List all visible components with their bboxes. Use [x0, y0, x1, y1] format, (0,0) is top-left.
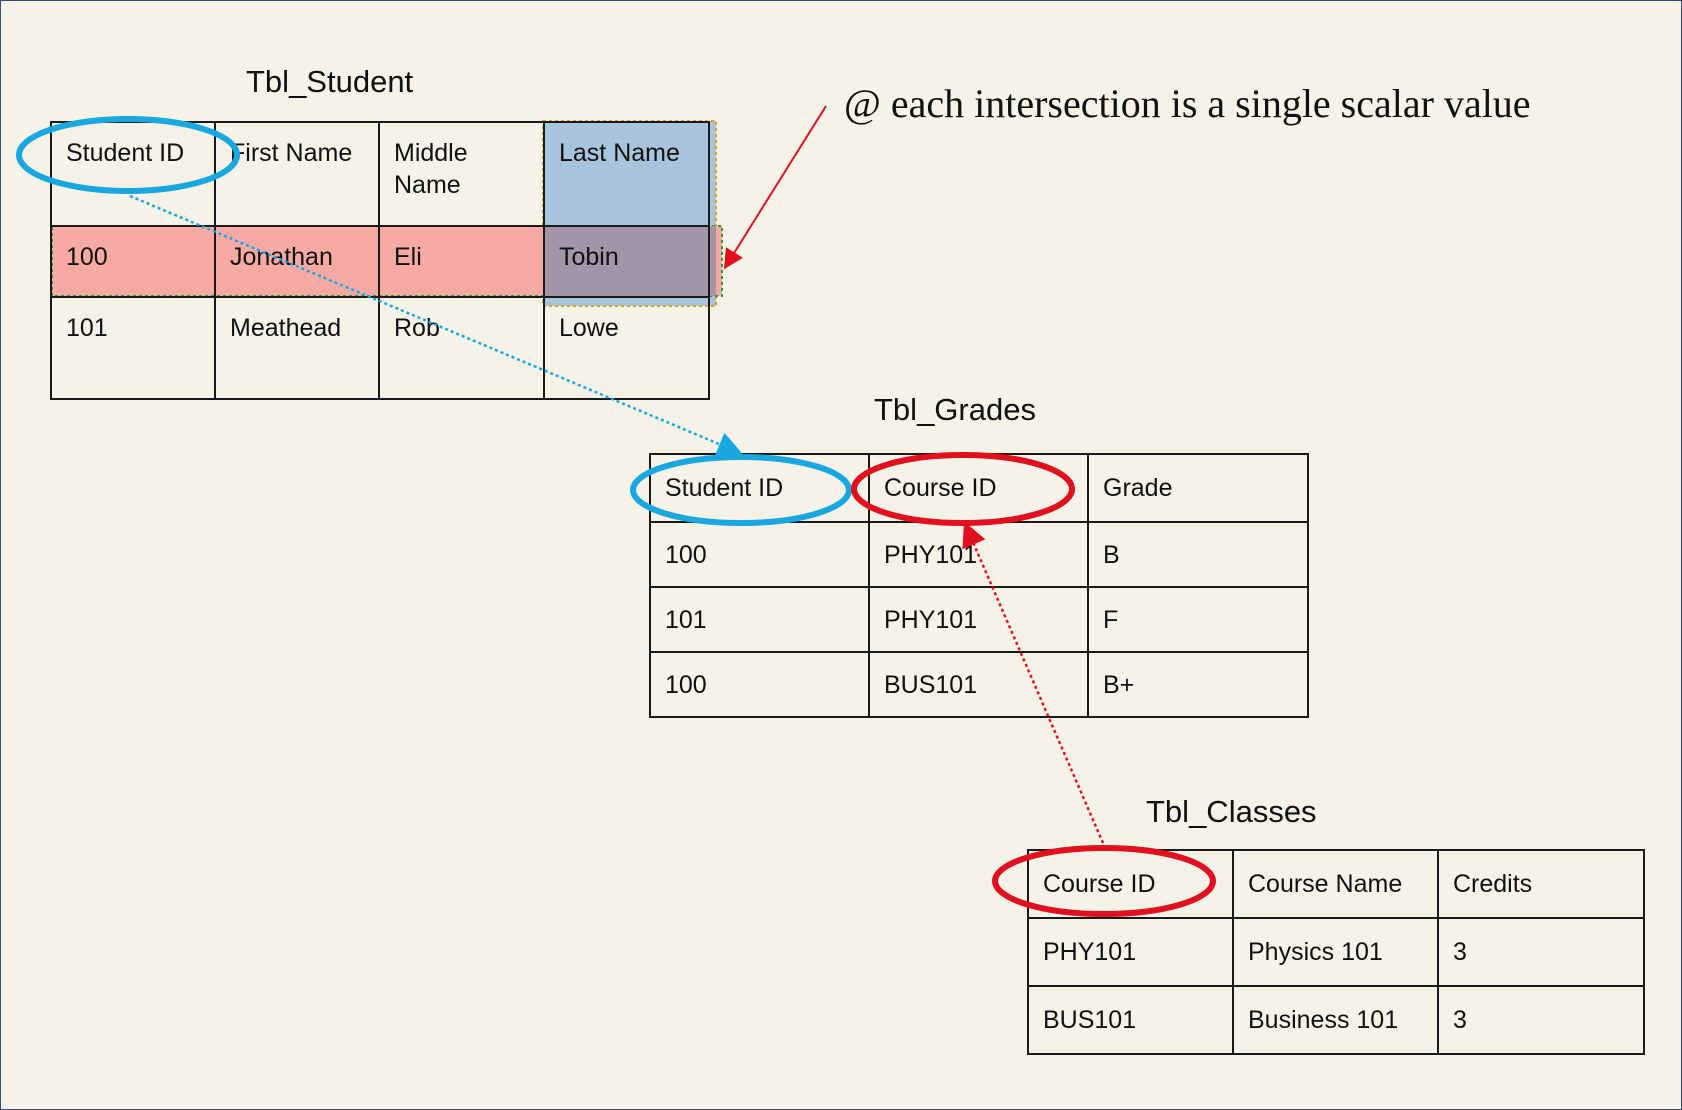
table-cell: 3 — [1437, 985, 1645, 1055]
table-row: 100 Jonathan Eli Tobin — [50, 225, 710, 298]
table-cell: BUS101 — [868, 651, 1089, 718]
table-cell: Meathead — [214, 296, 380, 400]
table-row: 101 Meathead Rob Lowe — [50, 296, 710, 400]
table-row: PHY101 Physics 101 3 — [1027, 917, 1645, 987]
table-cell: Eli — [378, 225, 545, 298]
classes-table: Course ID Course Name Credits PHY101 Phy… — [1027, 849, 1645, 1055]
header-cell: Student ID — [50, 121, 216, 227]
header-cell: First Name — [214, 121, 380, 227]
header-cell: Course ID — [868, 453, 1089, 523]
table-header-row: Student ID First Name Middle Name Last N… — [50, 121, 710, 227]
table-cell: Lowe — [543, 296, 710, 400]
table-cell: Business 101 — [1232, 985, 1439, 1055]
table-cell: B — [1087, 521, 1309, 588]
table-cell: 101 — [50, 296, 216, 400]
table-row: 100 BUS101 B+ — [649, 651, 1309, 718]
student-table-title: Tbl_Student — [246, 64, 414, 99]
table-cell: PHY101 — [1027, 917, 1234, 987]
table-cell: 100 — [649, 521, 870, 588]
header-cell: Grade — [1087, 453, 1309, 523]
header-cell: Middle Name — [378, 121, 545, 227]
table-cell: PHY101 — [868, 521, 1089, 588]
table-cell: Tobin — [543, 225, 710, 298]
header-cell: Course ID — [1027, 849, 1234, 919]
table-cell: 101 — [649, 586, 870, 653]
table-cell: Physics 101 — [1232, 917, 1439, 987]
table-row: 100 PHY101 B — [649, 521, 1309, 588]
table-cell: Rob — [378, 296, 545, 400]
table-cell: BUS101 — [1027, 985, 1234, 1055]
table-cell: 3 — [1437, 917, 1645, 987]
table-row: 101 PHY101 F — [649, 586, 1309, 653]
table-cell: B+ — [1087, 651, 1309, 718]
grades-table-title: Tbl_Grades — [874, 392, 1036, 427]
table-cell: 100 — [649, 651, 870, 718]
annotation-text: @ each intersection is a single scalar v… — [844, 81, 1531, 126]
header-cell: Student ID — [649, 453, 870, 523]
header-cell: Last Name — [543, 121, 710, 227]
grades-table: Student ID Course ID Grade 100 PHY101 B … — [649, 453, 1309, 718]
classes-table-title: Tbl_Classes — [1146, 794, 1317, 829]
table-cell: Jonathan — [214, 225, 380, 298]
table-cell: PHY101 — [868, 586, 1089, 653]
header-cell: Course Name — [1232, 849, 1439, 919]
table-header-row: Student ID Course ID Grade — [649, 453, 1309, 523]
table-cell: F — [1087, 586, 1309, 653]
table-header-row: Course ID Course Name Credits — [1027, 849, 1645, 919]
student-table: Student ID First Name Middle Name Last N… — [50, 121, 710, 400]
header-cell: Credits — [1437, 849, 1645, 919]
table-cell: 100 — [50, 225, 216, 298]
table-row: BUS101 Business 101 3 — [1027, 985, 1645, 1055]
